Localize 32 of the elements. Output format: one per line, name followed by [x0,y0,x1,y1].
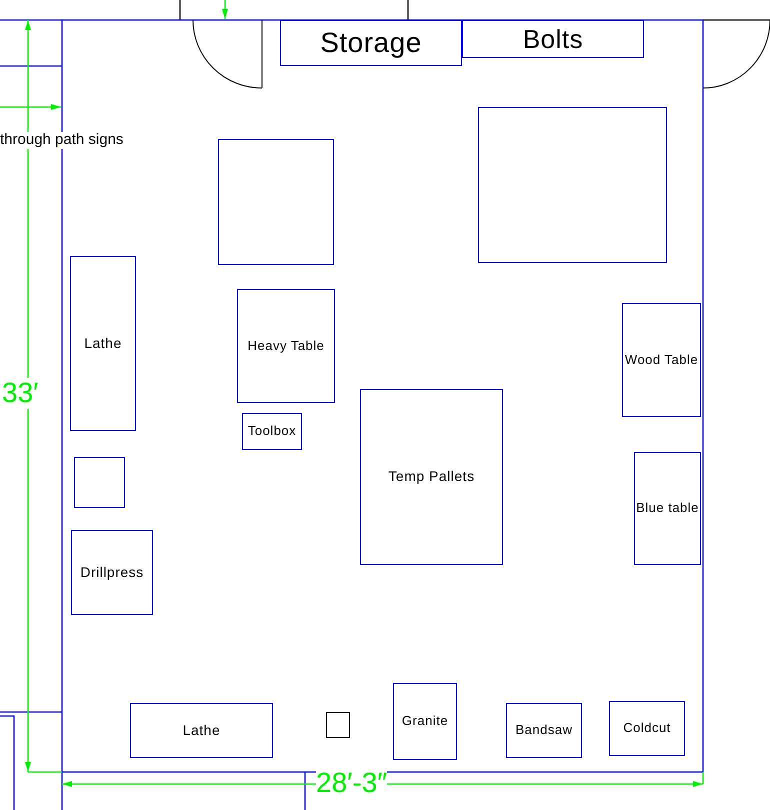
area-label: Temp Pallets [388,469,475,485]
machine-footprint [130,703,273,758]
machine-footprint [218,139,334,265]
machine-footprint [506,703,582,758]
machine-footprint [609,701,685,756]
area-label: Toolbox [248,424,296,439]
table-footprint [622,303,701,417]
area-label: Granite [402,714,448,729]
area-label: Lathe [182,722,220,738]
pallet-area [360,389,503,565]
area-label: Bandsaw [516,723,572,738]
area-label: Storage [320,28,422,58]
area-label: Bolts [522,24,584,54]
dimension-label: 33′ [2,378,38,409]
machine-footprint [70,256,136,431]
storage-area [280,20,462,66]
area-label: Drillpress [80,564,144,580]
area-label: Heavy Table [248,338,324,354]
equipment-footprint [74,457,125,508]
note-text: through path signs [0,132,124,148]
machine-footprint [478,107,667,263]
equipment-footprint [326,712,350,738]
equipment-footprint [393,683,457,760]
table-footprint [237,289,335,403]
table-footprint [634,452,701,565]
toolbox-footprint [242,413,302,450]
area-label: Lathe [84,336,122,352]
storage-area [462,20,644,58]
area-label: Blue table [636,501,699,516]
area-label: Wood Table [624,352,698,368]
machine-footprint [71,530,153,615]
area-label: Coldcut [623,721,671,736]
